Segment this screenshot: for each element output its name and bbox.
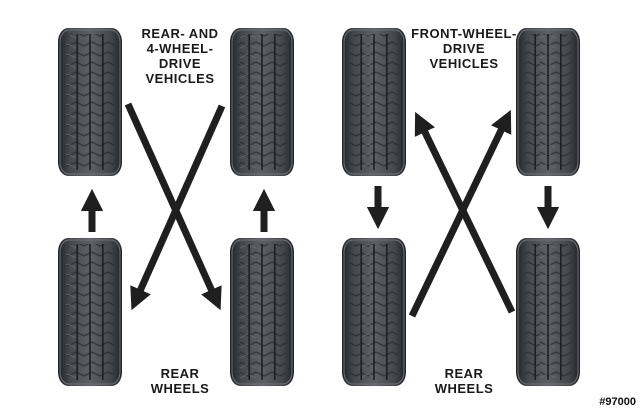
fwd-arrow-rear-right-to-front-left — [414, 111, 516, 314]
fwd-front-right-tire — [516, 28, 580, 176]
rwd-title-line-2: 4-WHEEL- — [146, 41, 214, 56]
rwd-arrow-front-right-to-rear-left — [130, 104, 226, 311]
fwd-rear-label: REAR WHEELS — [412, 366, 516, 396]
fwd-rear-left-tire-edge — [343, 239, 405, 385]
fwd-rear-left-tire — [342, 238, 406, 386]
rwd-title: REAR- AND 4-WHEEL- DRIVE VEHICLES — [128, 26, 232, 86]
fwd-front-left-tire-edge — [343, 29, 405, 175]
rwd-rear-right-tire-edge — [231, 239, 293, 385]
rwd-rear-left-tire-edge — [59, 239, 121, 385]
rwd-title-line-4: VEHICLES — [145, 71, 215, 86]
rwd-rear-line-2: WHEELS — [150, 381, 210, 396]
rwd-front-right-tire — [230, 28, 294, 176]
fwd-title: FRONT-WHEEL- DRIVE VEHICLES — [402, 26, 526, 71]
rwd-title-line-1: REAR- AND — [141, 26, 219, 41]
fwd-rear-line-1: REAR — [444, 366, 484, 381]
fwd-rear-right-tire-edge — [517, 239, 579, 385]
rwd-front-right-tire-edge — [231, 29, 293, 175]
fwd-title-line-3: VEHICLES — [429, 56, 499, 71]
fwd-rear-line-2: WHEELS — [434, 381, 494, 396]
fwd-rear-right-tire — [516, 238, 580, 386]
rwd-arrow-front-left-to-rear-right — [124, 102, 222, 311]
rwd-front-left-tire — [58, 28, 122, 176]
rwd-front-left-tire-edge — [59, 29, 121, 175]
rwd-rear-line-1: REAR — [160, 366, 200, 381]
rwd-rear-label: REAR WHEELS — [128, 366, 232, 396]
fwd-title-line-1: FRONT-WHEEL- — [411, 26, 517, 41]
fwd-title-line-2: DRIVE — [442, 41, 486, 56]
fwd-front-right-tire-edge — [517, 29, 579, 175]
reference-number: #97000 — [599, 396, 636, 408]
rwd-rear-left-tire — [58, 238, 122, 386]
rwd-title-line-3: DRIVE — [158, 56, 202, 71]
rwd-rear-right-tire — [230, 238, 294, 386]
fwd-front-left-tire — [342, 28, 406, 176]
fwd-arrow-rear-left-to-front-right — [408, 109, 512, 318]
